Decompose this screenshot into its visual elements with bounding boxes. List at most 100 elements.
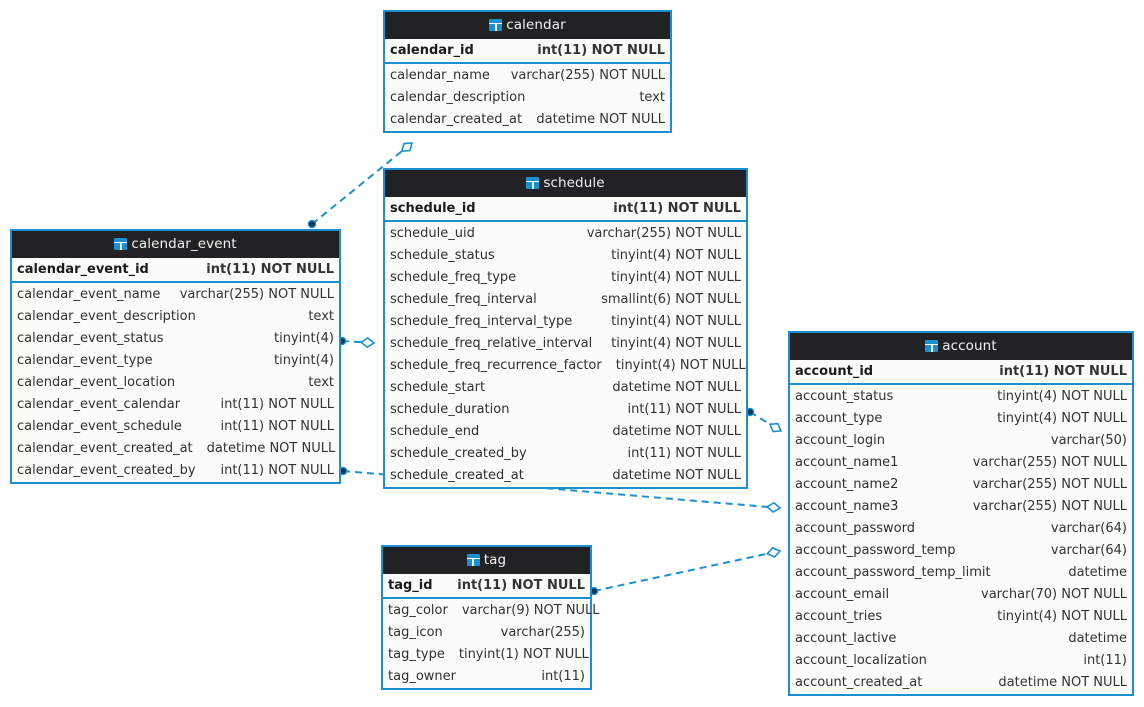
column-name: schedule_end — [390, 423, 480, 439]
column-name: tag_type — [388, 646, 445, 662]
relationship-schedule-account[interactable] — [745, 407, 783, 433]
table-title: schedule — [543, 175, 605, 191]
column-row[interactable]: calendar_description text — [385, 86, 670, 108]
table-icon — [114, 238, 128, 250]
column-name: account_name1 — [795, 454, 899, 470]
column-name: calendar_event_calendar — [17, 396, 181, 412]
relationship-line — [593, 550, 781, 592]
table-header-calendar[interactable]: calendar — [385, 12, 670, 39]
table-title: calendar_event — [131, 236, 237, 252]
relationship-target-diamond — [400, 142, 414, 153]
column-type: tinyint(4) NOT NULL — [611, 247, 741, 263]
table-header-account[interactable]: account — [790, 333, 1132, 360]
column-name: calendar_event_name — [17, 286, 161, 302]
column-name: schedule_id — [390, 201, 476, 216]
table-calendar_event[interactable]: calendar_event calendar_event_id int(11) N… — [10, 229, 341, 484]
table-header-tag[interactable]: tag — [383, 547, 590, 574]
primary-key-row[interactable]: calendar_event_id int(11) NOT NULL — [12, 258, 339, 283]
column-name: calendar_id — [390, 43, 474, 58]
column-type: varchar(255) NOT NULL — [972, 454, 1127, 470]
table-header-schedule[interactable]: schedule — [385, 170, 746, 197]
column-type: varchar(70) NOT NULL — [981, 586, 1127, 602]
column-name: account_id — [795, 364, 874, 379]
column-name: calendar_description — [390, 89, 526, 105]
column-name: schedule_duration — [390, 401, 510, 417]
column-type: text — [639, 89, 665, 105]
column-name: schedule_freq_type — [390, 269, 517, 285]
column-type: int(11) NOT NULL — [206, 262, 334, 277]
column-name: calendar_event_id — [17, 262, 149, 277]
column-name: account_password_temp — [795, 542, 956, 558]
table-title: account — [942, 338, 997, 354]
column-type: int(11) NOT NULL — [220, 418, 334, 434]
column-name: account_tries — [795, 608, 883, 624]
column-name: calendar_created_at — [390, 111, 523, 127]
relationship-target-diamond — [359, 337, 376, 349]
column-type: int(11) NOT NULL — [627, 445, 741, 461]
column-type: datetime NOT NULL — [206, 440, 336, 456]
column-name: schedule_freq_recurrence_factor — [390, 357, 602, 373]
column-name: calendar_event_type — [17, 352, 153, 368]
column-type: datetime — [1068, 564, 1127, 580]
column-row[interactable]: account_name1 varchar(255) NOT NULL — [790, 451, 1132, 473]
column-type: datetime — [1068, 630, 1127, 646]
relationship-target-diamond — [765, 501, 782, 514]
table-header-calendar_event[interactable]: calendar_event — [12, 231, 339, 258]
relationship-tag-account[interactable] — [589, 546, 782, 596]
table-title: calendar — [506, 17, 566, 33]
column-name: tag_color — [388, 602, 448, 618]
relationship-calendar_event-schedule[interactable] — [337, 336, 376, 349]
